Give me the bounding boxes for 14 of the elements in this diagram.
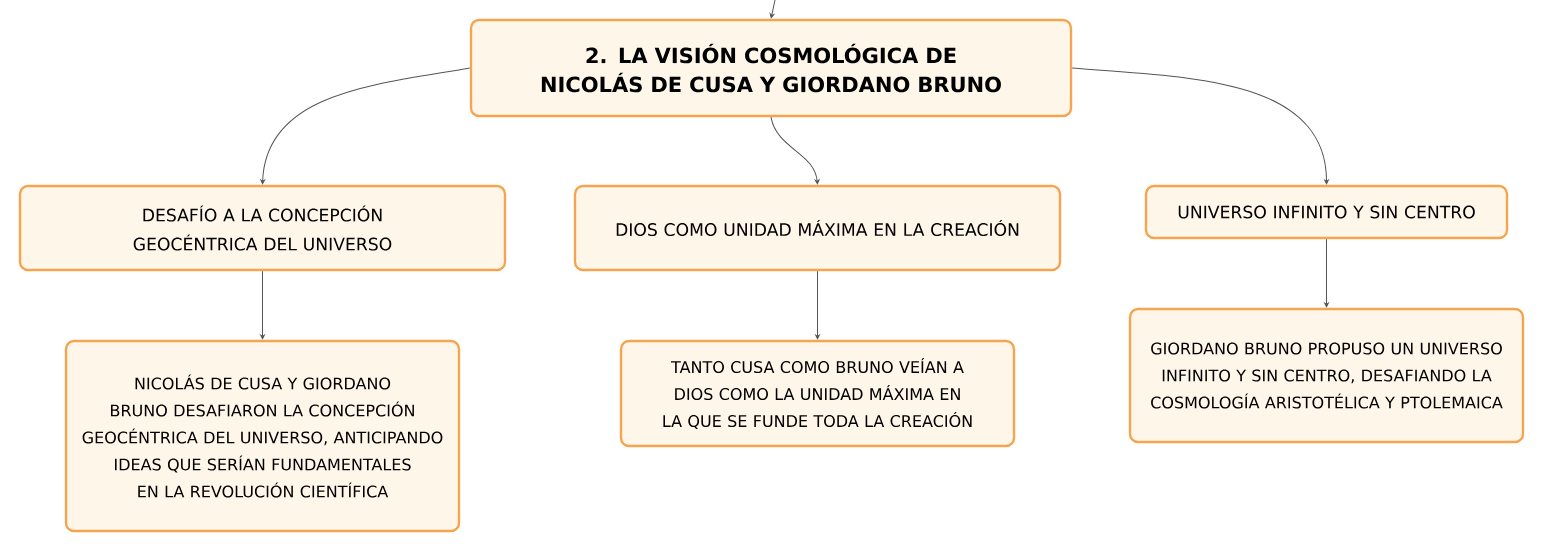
arrow [1324, 238, 1329, 308]
arrow [770, 116, 820, 185]
arrow [769, 0, 776, 19]
description-box: GIORDANO BRUNO PROPUSO UN UNIVERSO INFINITO Y SIN CENTRO, DESAFIANDO LA COSMOLOGÍA ARISTOTÉLICA Y PTOLEMAICA [1128, 307, 1525, 444]
arrow [1071, 67, 1329, 185]
arrow [815, 270, 820, 340]
arrow [260, 270, 265, 340]
topic-box: DESAFÍO A LA CONCEPCIÓN GEOCÉNTRICA DEL UNIVERSO [18, 184, 507, 272]
topic-box: UNIVERSO INFINITO Y SIN CENTRO [1144, 184, 1509, 240]
title-box: 2. LA VISIÓN COSMOLÓGICA DE NICOLÁS DE CUSA Y GIORDANO BRUNO [469, 18, 1073, 118]
arrow [260, 67, 471, 185]
description-box: NICOLÁS DE CUSA Y GIORDANO BRUNO DESAFIARON LA CONCEPCIÓN GEOCÉNTRICA DEL UNIVERSO, ANTICIPANDO IDEAS QUE SERÍAN FUNDAMENTALES EN LA REVOLUCIÓN CIENTÍFICA [64, 339, 461, 533]
description-box: TANTO CUSA COMO BRUNO VEÍAN A DIOS COMO LA UNIDAD MÁXIMA EN LA QUE SE FUNDE TODA LA CREACIÓN [619, 339, 1016, 448]
topic-box: DIOS COMO UNIDAD MÁXIMA EN LA CREACIÓN [573, 184, 1062, 272]
